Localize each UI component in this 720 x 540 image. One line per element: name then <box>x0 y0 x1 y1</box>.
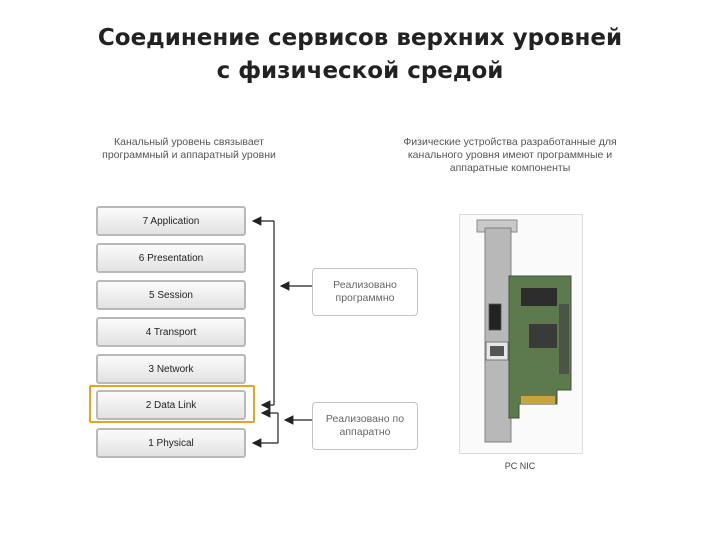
nic-card-image <box>459 214 583 454</box>
nic-label: PC NIC <box>490 461 550 471</box>
